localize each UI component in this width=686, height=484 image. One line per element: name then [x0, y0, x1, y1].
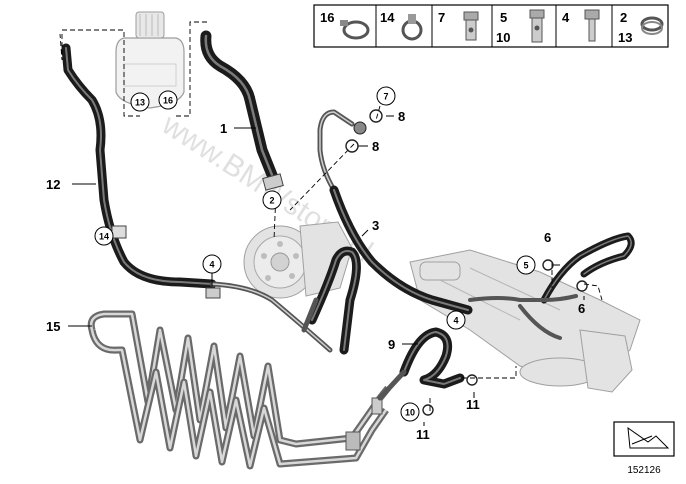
- parts-legend: 16 14 7 5 10: [313, 4, 669, 48]
- svg-text:10: 10: [496, 30, 510, 45]
- legend-cell-14[interactable]: 14: [380, 10, 423, 41]
- svg-text:16: 16: [163, 96, 173, 106]
- callout-10[interactable]: 10: [400, 402, 420, 422]
- svg-text:5: 5: [523, 261, 528, 271]
- callout-5[interactable]: 5: [516, 255, 536, 275]
- gear-feed-line: [468, 232, 635, 340]
- label-12[interactable]: 12: [46, 177, 60, 192]
- callout-13[interactable]: 13: [130, 92, 150, 112]
- svg-text:13: 13: [618, 30, 632, 45]
- callout-14[interactable]: 14: [94, 226, 114, 246]
- label-15[interactable]: 15: [46, 319, 60, 334]
- svg-text:4: 4: [562, 10, 570, 25]
- banjo-bolt-long-icon: [529, 9, 545, 43]
- legend-cell-4[interactable]: 4: [562, 9, 600, 42]
- svg-text:5: 5: [500, 10, 507, 25]
- callout-2[interactable]: 2: [262, 190, 282, 210]
- return-hose-12: [61, 43, 333, 353]
- label-1[interactable]: 1: [220, 121, 227, 136]
- diagram-reference-number: 152126: [627, 465, 661, 476]
- label-8-upper[interactable]: 8: [398, 109, 405, 124]
- leader-lines: [68, 115, 585, 426]
- legend-cell-2-13[interactable]: 2 13: [618, 10, 664, 45]
- cooler-coil-pipe: [87, 310, 391, 470]
- hex-bolt-icon: [584, 9, 600, 42]
- callout-4-left[interactable]: 4: [202, 254, 222, 274]
- band-clamp-icon: [640, 16, 664, 35]
- label-8-lower[interactable]: 8: [372, 139, 379, 154]
- label-3[interactable]: 3: [372, 218, 379, 233]
- label-6-lower[interactable]: 6: [578, 301, 585, 316]
- svg-text:2: 2: [620, 10, 627, 25]
- svg-text:2: 2: [269, 196, 274, 206]
- clip-clamp-icon: [401, 14, 423, 41]
- banjo-bolt-icon: [463, 11, 479, 41]
- seal-rings: [345, 109, 588, 416]
- svg-text:4: 4: [209, 260, 214, 270]
- svg-text:7: 7: [383, 92, 388, 102]
- svg-text:7: 7: [438, 10, 445, 25]
- callout-4-right[interactable]: 4: [446, 310, 466, 330]
- fluid-reservoir: [115, 11, 185, 109]
- label-11-right[interactable]: 11: [466, 397, 480, 412]
- pressure-hose-3: [317, 109, 473, 315]
- orientation-arrow-box: 152126: [613, 421, 675, 476]
- label-6-upper[interactable]: 6: [544, 230, 551, 245]
- label-9[interactable]: 9: [388, 337, 395, 352]
- suction-hose-1: [200, 30, 284, 191]
- svg-text:4: 4: [453, 316, 458, 326]
- svg-text:13: 13: [135, 98, 145, 108]
- svg-text:14: 14: [99, 232, 109, 242]
- hose-clamp-icon: [340, 20, 370, 40]
- svg-text:14: 14: [380, 10, 395, 25]
- power-steering-pump: [243, 221, 353, 299]
- pressure-line-9: [301, 246, 465, 401]
- label-11-left[interactable]: 11: [416, 427, 430, 442]
- legend-cell-5-10[interactable]: 5 10: [496, 9, 545, 45]
- assembly-dashed-lines: [59, 21, 603, 414]
- svg-text:10: 10: [405, 408, 415, 418]
- legend-cell-7[interactable]: 7: [438, 10, 479, 41]
- callout-16[interactable]: 16: [158, 90, 178, 110]
- legend-cell-16[interactable]: 16: [320, 10, 370, 40]
- callout-7[interactable]: 7: [376, 86, 396, 106]
- svg-text:16: 16: [320, 10, 334, 25]
- direction-arrow-icon: [627, 426, 670, 449]
